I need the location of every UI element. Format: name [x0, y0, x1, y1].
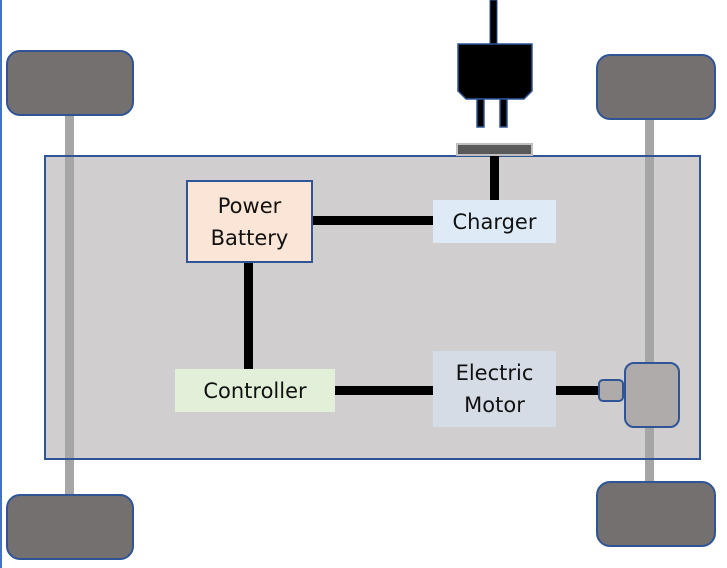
plug-body: [457, 43, 533, 100]
vehicle-chassis: [44, 155, 701, 460]
plug-prong-left: [476, 98, 485, 128]
right-axle-over-chassis: [645, 157, 654, 458]
gearbox: [624, 362, 680, 428]
wire-motor-gearbox: [556, 386, 600, 395]
motor-coupling: [598, 379, 624, 402]
wire-socket-charger: [490, 156, 499, 200]
wheel-front-left: [6, 50, 134, 116]
charger-box: Charger: [433, 200, 556, 243]
plug-cable: [489, 0, 498, 47]
plug-icon: [457, 0, 533, 128]
wheel-front-right: [596, 54, 716, 120]
wire-battery-charger: [312, 216, 434, 225]
wire-controller-motor: [334, 386, 434, 395]
charging-socket: [456, 143, 533, 156]
wheel-rear-left: [6, 494, 134, 560]
power-battery-box: Power Battery: [186, 180, 313, 263]
plug-prong-right: [499, 98, 508, 128]
left-border: [0, 0, 2, 568]
controller-label: Controller: [203, 378, 307, 403]
electric-motor-box: Electric Motor: [433, 351, 556, 427]
wheel-rear-right: [596, 481, 716, 547]
charger-label: Charger: [452, 209, 537, 234]
wire-battery-controller: [244, 262, 253, 370]
left-axle-over-chassis: [65, 157, 74, 458]
battery-label-line2: Battery: [210, 225, 289, 250]
battery-label-line1: Power: [217, 193, 282, 218]
motor-label-line1: Electric: [455, 361, 534, 385]
motor-label-line2: Motor: [464, 393, 525, 417]
controller-box: Controller: [175, 369, 335, 412]
